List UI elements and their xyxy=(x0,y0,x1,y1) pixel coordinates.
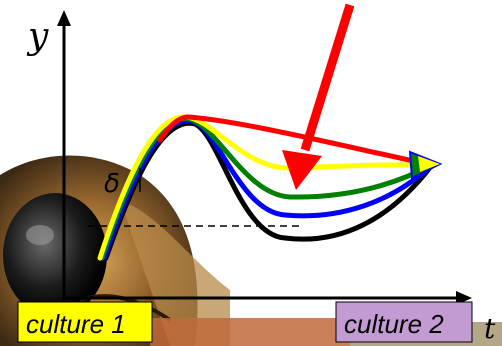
culture-2-box: culture 2 xyxy=(335,301,473,343)
delta-label: δ xyxy=(104,169,120,199)
t-axis-label: t xyxy=(484,312,496,345)
y-axis-label: y xyxy=(26,16,49,57)
curve-yellow xyxy=(97,114,435,261)
culture-1-box: culture 1 xyxy=(17,301,153,343)
culture-2-label: culture 2 xyxy=(344,309,444,339)
curve-blue xyxy=(101,118,435,261)
red-pointer-arrow xyxy=(282,3,355,190)
trajectory-curves xyxy=(97,114,435,261)
y-axis-arrowhead xyxy=(57,10,71,26)
axes xyxy=(57,10,472,305)
curve-red xyxy=(157,114,435,168)
culture-1-label: culture 1 xyxy=(26,309,126,339)
